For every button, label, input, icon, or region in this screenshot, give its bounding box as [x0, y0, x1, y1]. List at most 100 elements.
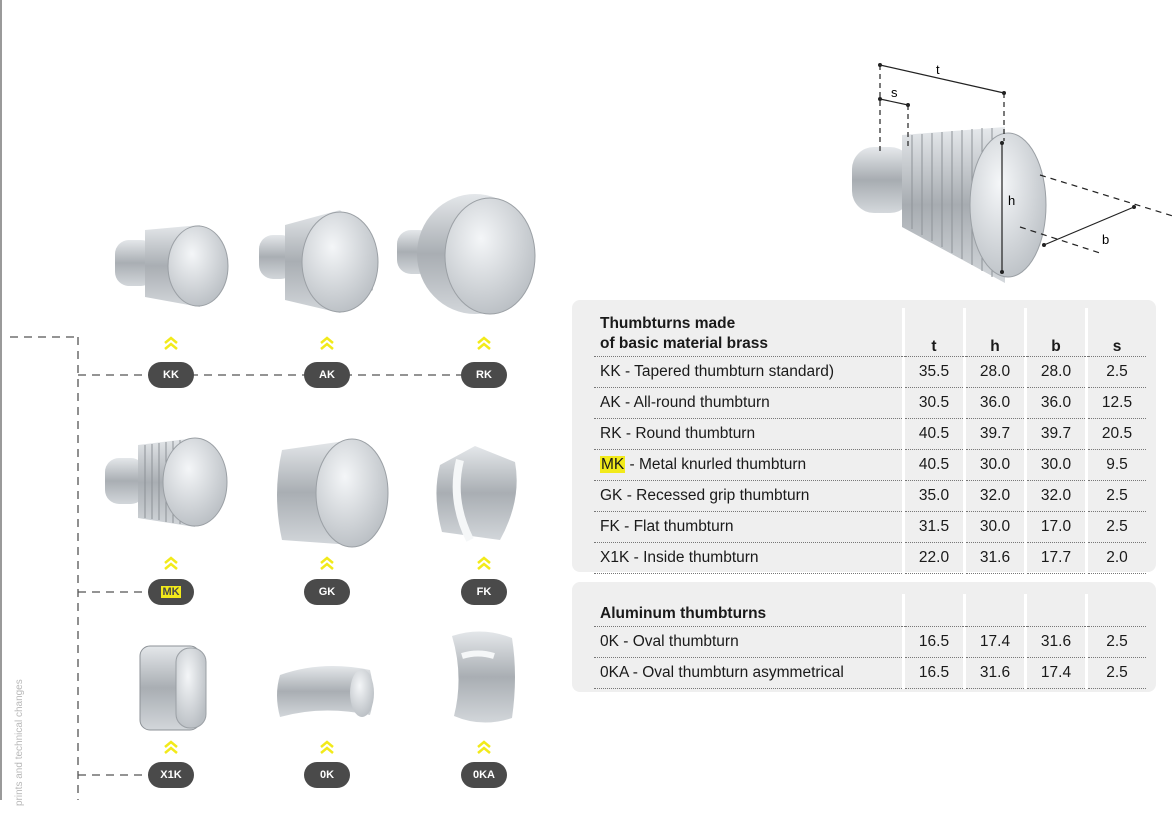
- row-value: 30.5: [905, 388, 963, 419]
- row-value: 28.0: [966, 357, 1024, 388]
- knob-ak-image: [259, 210, 379, 313]
- row-value: 36.0: [966, 388, 1024, 419]
- row-value: 35.0: [905, 481, 963, 512]
- row-value: 2.5: [1088, 627, 1146, 658]
- label-t: t: [936, 62, 940, 77]
- row-code: MK: [600, 456, 626, 473]
- row-description: - Round thumbturn: [621, 425, 756, 442]
- row-value: 30.0: [966, 450, 1024, 481]
- row-description: - Oval thumbturn asymmetrical: [628, 664, 844, 681]
- row-description: - Oval thumbturn: [618, 633, 739, 650]
- title-line: Thumbturns made: [600, 315, 736, 332]
- knob-rk-image: [397, 194, 536, 315]
- label-s: s: [891, 85, 898, 100]
- thumbturn-tag-kk: KK: [148, 362, 194, 388]
- aluminum-table-header: Aluminum thumbturns: [594, 594, 1146, 627]
- row-code: FK: [600, 518, 620, 535]
- left-border-rule: [0, 0, 2, 800]
- row-description: - Flat thumbturn: [619, 518, 734, 535]
- connector-lines: [10, 336, 478, 800]
- row-value: 31.6: [966, 543, 1024, 574]
- row-description: - Inside thumbturn: [629, 549, 759, 566]
- row-description: - Metal knurled thumbturn: [625, 456, 807, 473]
- row-value: 40.5: [905, 450, 963, 481]
- chevron-up-icon: [477, 740, 491, 754]
- knob-mk-image: [105, 437, 228, 527]
- row-description: - Recessed grip thumbturn: [622, 487, 810, 504]
- chevron-up-icon: [164, 740, 178, 754]
- thumbturn-tag-rk: RK: [461, 362, 507, 388]
- chevron-up-icon: [477, 336, 491, 350]
- thumbturn-tag-0k: 0K: [304, 762, 350, 788]
- thumbturn-tag-fk: FK: [461, 579, 507, 605]
- chevron-up-icon: [164, 336, 178, 350]
- row-value: 9.5: [1088, 450, 1146, 481]
- highlighted-code: MK: [161, 586, 181, 598]
- row-value: 2.5: [1088, 512, 1146, 543]
- thumbturn-tag-ak: AK: [304, 362, 350, 388]
- chevron-up-icon: [320, 556, 334, 570]
- row-value: 39.7: [1027, 419, 1085, 450]
- row-value: 30.0: [966, 512, 1024, 543]
- row-value: 2.5: [1088, 481, 1146, 512]
- row-value: 40.5: [905, 419, 963, 450]
- row-value: 17.4: [1027, 658, 1085, 689]
- row-name: FK - Flat thumbturn: [594, 512, 902, 543]
- row-value: 32.0: [966, 481, 1024, 512]
- row-code: RK: [600, 425, 622, 442]
- row-name: KK - Tapered thumbturn standard): [594, 357, 902, 388]
- chevron-up-icon: [320, 740, 334, 754]
- brass-table-header: Thumbturns made of basic material brass …: [594, 308, 1146, 357]
- row-value: 30.0: [1027, 450, 1085, 481]
- chevron-up-icon: [477, 556, 491, 570]
- row-value: 35.5: [905, 357, 963, 388]
- row-value: 17.7: [1027, 543, 1085, 574]
- row-value: 32.0: [1027, 481, 1085, 512]
- col-header-b: b: [1027, 308, 1085, 357]
- col-header-h: h: [966, 308, 1024, 357]
- knob-x1k-image: [139, 645, 207, 731]
- brass-table-title: Thumbturns made of basic material brass: [594, 308, 902, 357]
- label-b: b: [1102, 232, 1109, 247]
- row-value: 16.5: [905, 627, 963, 658]
- row-description: - Tapered thumbturn standard): [620, 363, 835, 380]
- aluminum-table-panel: Aluminum thumbturns 0K - Oval thumbturn 1…: [572, 582, 1156, 692]
- row-name: MK - Metal knurled thumbturn: [594, 450, 902, 481]
- brass-table: Thumbturns made of basic material brass …: [594, 308, 1146, 574]
- col-header-s: s: [1088, 308, 1146, 357]
- col-header-t: t: [905, 308, 963, 357]
- thumbturn-tag-0ka: 0KA: [461, 762, 507, 788]
- row-name: X1K - Inside thumbturn: [594, 543, 902, 574]
- row-value: 31.6: [966, 658, 1024, 689]
- thumbturn-tag-mk: MK: [148, 579, 194, 605]
- row-code: KK: [600, 363, 621, 380]
- aluminum-table: Aluminum thumbturns 0K - Oval thumbturn 1…: [594, 594, 1146, 689]
- row-value: 28.0: [1027, 357, 1085, 388]
- row-name: 0KA - Oval thumbturn asymmetrical: [594, 658, 902, 689]
- row-name: RK - Round thumbturn: [594, 419, 902, 450]
- row-value: 39.7: [966, 419, 1024, 450]
- knob-0k-image: [277, 666, 374, 717]
- row-value: 31.6: [1027, 627, 1085, 658]
- row-value: 17.0: [1027, 512, 1085, 543]
- row-code: 0KA: [600, 664, 629, 681]
- thumbturn-tag-gk: GK: [304, 579, 350, 605]
- row-value: 22.0: [905, 543, 963, 574]
- row-code: X1K: [600, 549, 630, 566]
- row-description: - All-round thumbturn: [620, 394, 770, 411]
- chevron-up-icon: [320, 336, 334, 350]
- row-code: GK: [600, 487, 623, 504]
- row-code: 0K: [600, 633, 619, 650]
- aluminum-table-title: Aluminum thumbturns: [594, 594, 902, 627]
- row-value: 2.5: [1088, 357, 1146, 388]
- row-value: 2.5: [1088, 658, 1146, 689]
- thumbturn-tag-x1k: X1K: [148, 762, 194, 788]
